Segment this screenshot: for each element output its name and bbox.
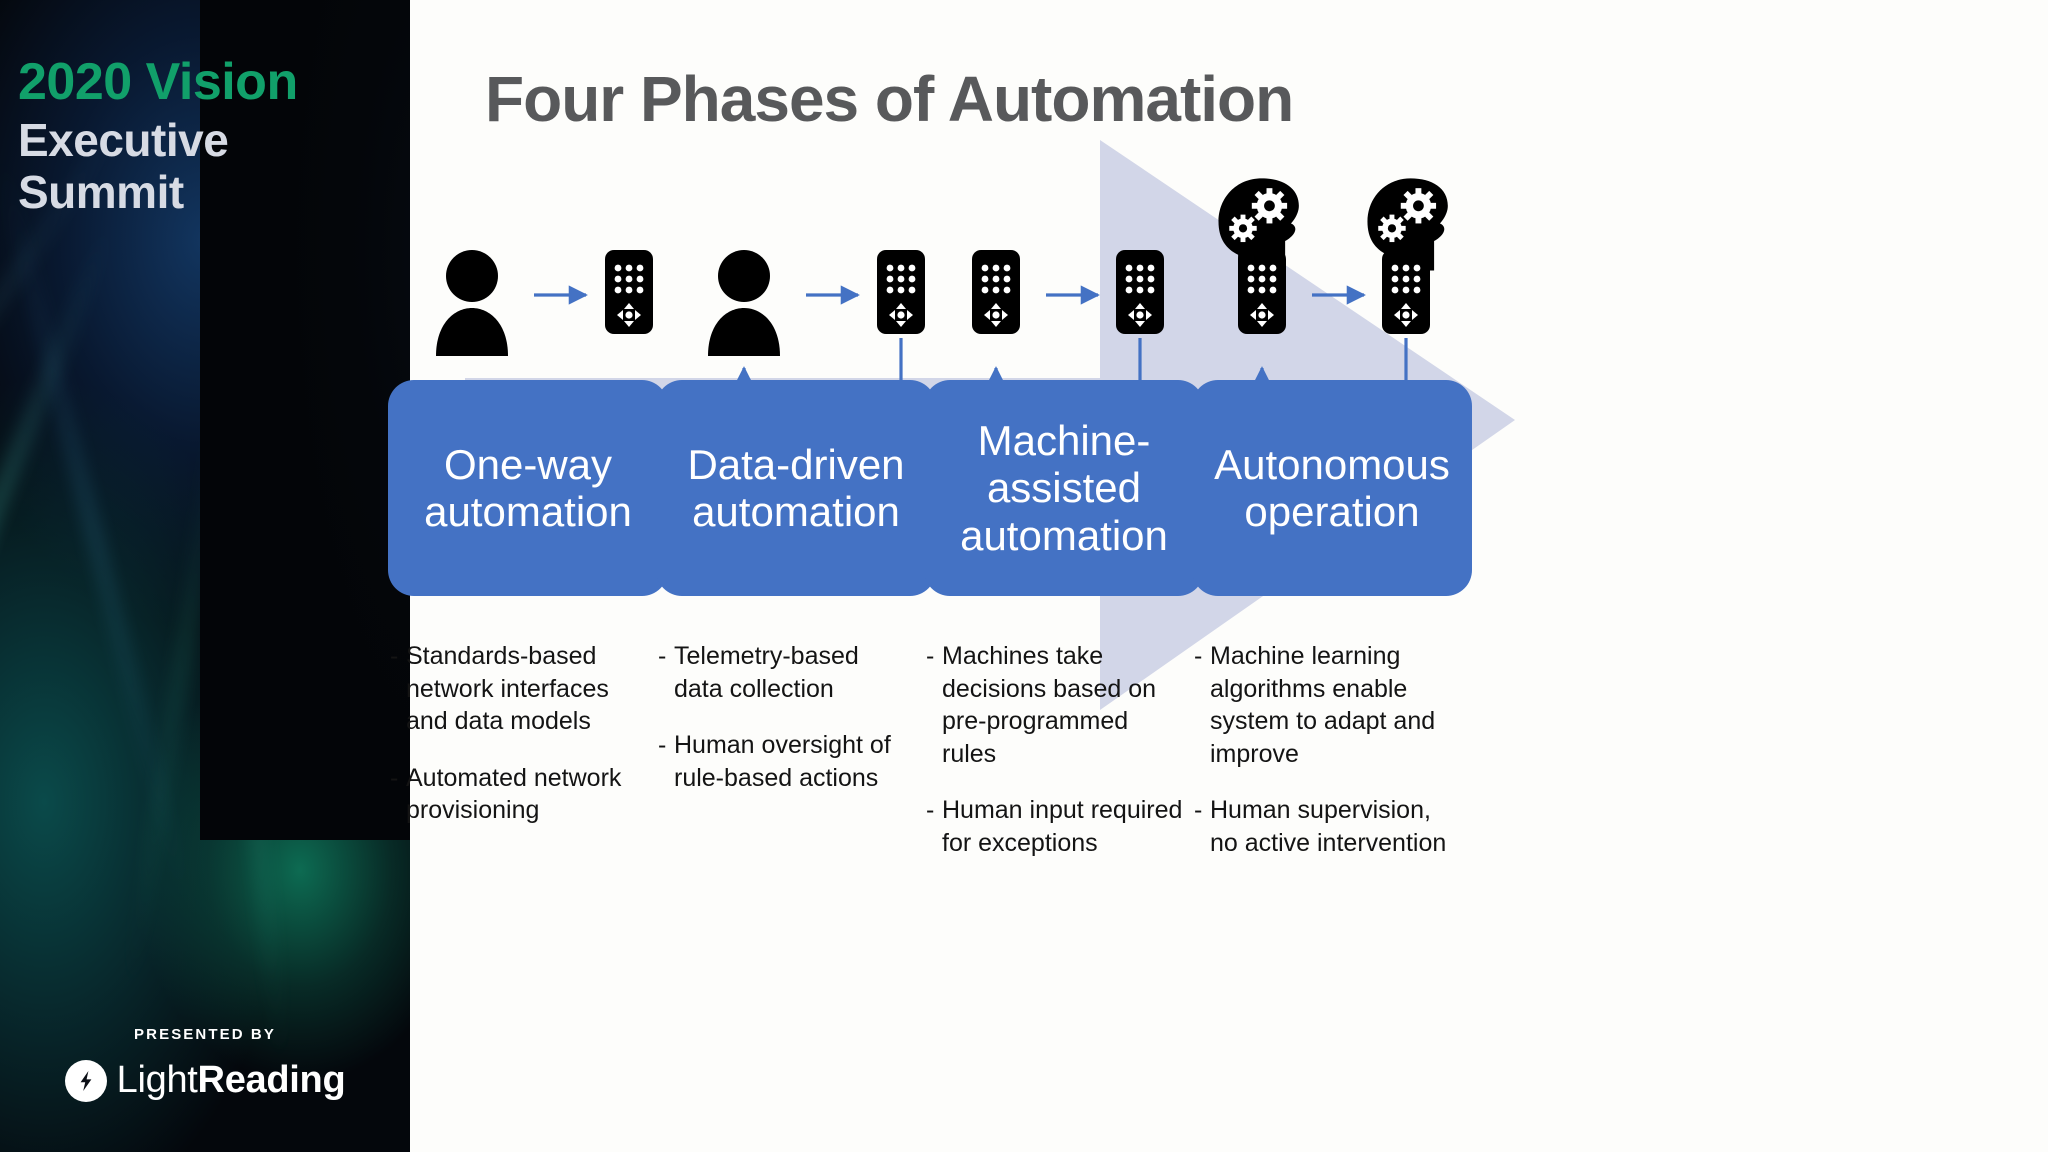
bullet-item: -Telemetry-based data collection: [658, 640, 908, 705]
brand-line-executive: Executive: [18, 114, 229, 167]
bullets-phase-1: -Standards-based network interfaces and …: [390, 640, 640, 831]
event-branding: 2020 Vision Executive Summit: [18, 53, 398, 218]
bullet-dash: -: [1194, 642, 1203, 670]
bullet-text: Human oversight of rule-based actions: [674, 731, 891, 792]
bullet-item: -Machines take decisions based on pre-pr…: [926, 640, 1188, 770]
presented-by-block: PRESENTED BY LightReading: [0, 1026, 410, 1102]
bullet-text: Human input required for exceptions: [942, 796, 1183, 857]
brand-sidebar: 2020 Vision Executive Summit PRESENTED B…: [0, 0, 410, 1152]
bullet-dash: -: [658, 642, 667, 670]
bullet-text: Machine learning algorithms enable syste…: [1210, 642, 1436, 768]
device-icon: [1238, 250, 1286, 334]
bullet-text: Telemetry-based data collection: [674, 642, 859, 703]
bullet-item: -Machine learning algorithms enable syst…: [1194, 640, 1456, 770]
phase-1-icon-group: [436, 250, 653, 356]
bullet-text: Machines take decisions based on pre-pro…: [942, 642, 1157, 768]
bullet-dash: -: [390, 763, 399, 792]
bullet-text: Automated network provisioning: [406, 763, 622, 825]
bullet-dash: -: [926, 642, 935, 670]
light-streak: [220, 521, 287, 1079]
bullet-dash: -: [926, 796, 935, 824]
bullets-phase-2: -Telemetry-based data collection-Human o…: [658, 640, 908, 798]
device-icon: [972, 250, 1020, 334]
slide-content: Four Phases of Automation: [388, 0, 2048, 1152]
bullet-text: Standards-based network interfaces and d…: [406, 642, 609, 735]
bullets-phase-4: -Machine learning algorithms enable syst…: [1194, 640, 1456, 863]
page-title: Four Phases of Automation: [485, 63, 1294, 135]
bullet-item: -Automated network provisioning: [390, 762, 640, 827]
bullet-dash: -: [658, 731, 667, 759]
device-icon: [605, 250, 653, 334]
bullet-item: -Human supervision, no active interventi…: [1194, 794, 1456, 859]
brand-line-summit: Summit: [18, 165, 184, 218]
bullets-phase-3: -Machines take decisions based on pre-pr…: [926, 640, 1188, 863]
aurora-glow-teal: [0, 120, 410, 1152]
bullet-item: -Human input required for exceptions: [926, 794, 1188, 859]
brand-line-vision: 2020 Vision: [18, 53, 298, 111]
bullet-dash: -: [1194, 796, 1203, 824]
lightreading-wordmark: LightReading: [117, 1059, 346, 1102]
bullet-text: Human supervision, no active interventio…: [1210, 796, 1447, 857]
person-icon: [708, 250, 780, 356]
logo-word-reading: Reading: [197, 1059, 346, 1101]
presented-by-label: PRESENTED BY: [134, 1026, 276, 1043]
bullet-item: -Human oversight of rule-based actions: [658, 729, 908, 794]
device-icon: [877, 250, 925, 334]
person-icon: [436, 250, 508, 356]
lightning-bolt-icon: [64, 1059, 107, 1102]
device-icon: [1116, 250, 1164, 334]
bullet-item: -Standards-based network interfaces and …: [390, 640, 640, 738]
lightreading-logo: LightReading: [64, 1059, 346, 1102]
bullet-dash: -: [390, 642, 399, 670]
device-icon: [1382, 250, 1430, 334]
phase-2-icon-group: [708, 250, 925, 398]
light-streak: [123, 304, 242, 1016]
logo-word-light: Light: [116, 1059, 198, 1101]
